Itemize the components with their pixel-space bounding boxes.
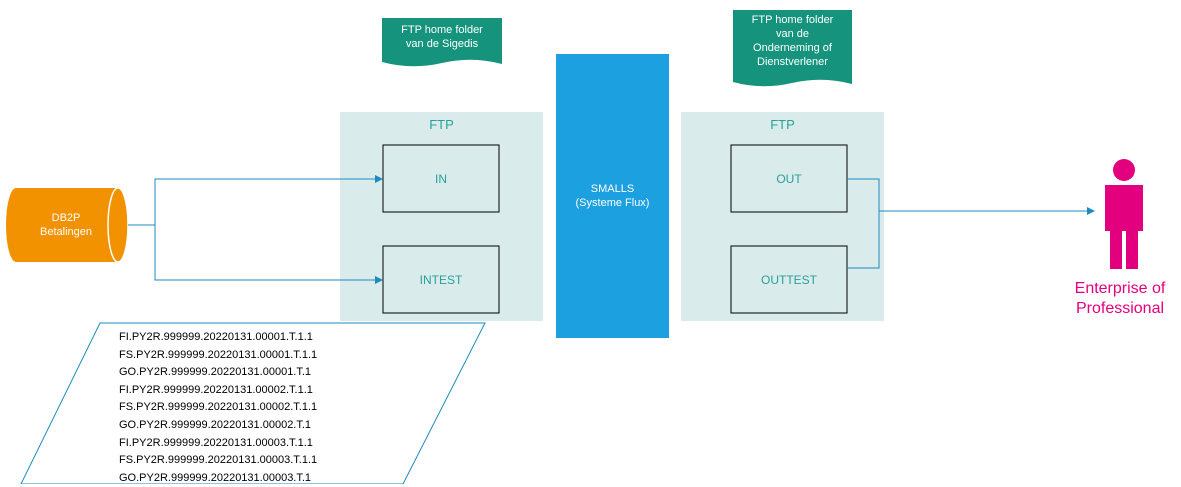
file-list: FI.PY2R.999999.20220131.00001.T.1.1 FS.P…: [119, 329, 317, 487]
file-item: GO.PY2R.999999.20220131.00001.T.1: [119, 366, 312, 379]
folder-label-outtest: OUTTEST: [761, 272, 817, 287]
connector-db-to-in: [128, 175, 383, 226]
connector-outtest: [847, 211, 880, 269]
smalls-block: [556, 54, 669, 338]
doc-label-onderneming: FTP home folder van de Onderneming of Di…: [751, 14, 834, 68]
folder-box-intest[interactable]: [382, 245, 500, 314]
ftp-panel-right: [681, 112, 884, 321]
ftp-title-left: FTP: [429, 117, 454, 132]
doc-label-sigedis: FTP home folder van de Sigedis: [401, 24, 483, 50]
file-item: FI.PY2R.999999.20220131.00003.T.1.1: [119, 436, 313, 449]
connector-db-to-intest: [154, 225, 383, 284]
ftp-title-right: FTP: [770, 117, 795, 132]
folder-label-in: IN: [435, 171, 447, 186]
file-item: FS.PY2R.999999.20220131.00001.T.1.1: [119, 348, 318, 361]
file-item: FI.PY2R.999999.20220131.00001.T.1.1: [119, 331, 313, 343]
actor-label: Enterprise of Professional: [1074, 280, 1166, 317]
database-label: DB2P Betalingen: [40, 212, 92, 238]
file-item: FS.PY2R.999999.20220131.00003.T.1.1: [119, 454, 318, 467]
file-item: GO.PY2R.999999.20220131.00002.T.1: [119, 418, 312, 431]
doc-shape-right: [733, 10, 852, 87]
folder-label-out: OUT: [776, 171, 802, 186]
person-icon: [1105, 159, 1143, 269]
doc-shape-left: [382, 18, 502, 67]
file-item: FI.PY2R.999999.20220131.00002.T.1.1: [119, 383, 313, 396]
ftp-panel-left: [340, 112, 543, 321]
folder-box-outtest[interactable]: [730, 245, 848, 314]
database-cylinder: [6, 187, 129, 263]
folder-box-in[interactable]: [382, 144, 500, 213]
file-item: GO.PY2R.999999.20220131.00003.T.1: [119, 471, 312, 484]
file-item: FS.PY2R.999999.20220131.00002.T.1.1: [119, 401, 318, 414]
folder-label-intest: INTEST: [419, 272, 463, 287]
smalls-label: SMALLS (Systeme Flux): [575, 183, 650, 209]
connector-out: [847, 178, 880, 211]
file-list-parallelogram: [20, 322, 486, 484]
